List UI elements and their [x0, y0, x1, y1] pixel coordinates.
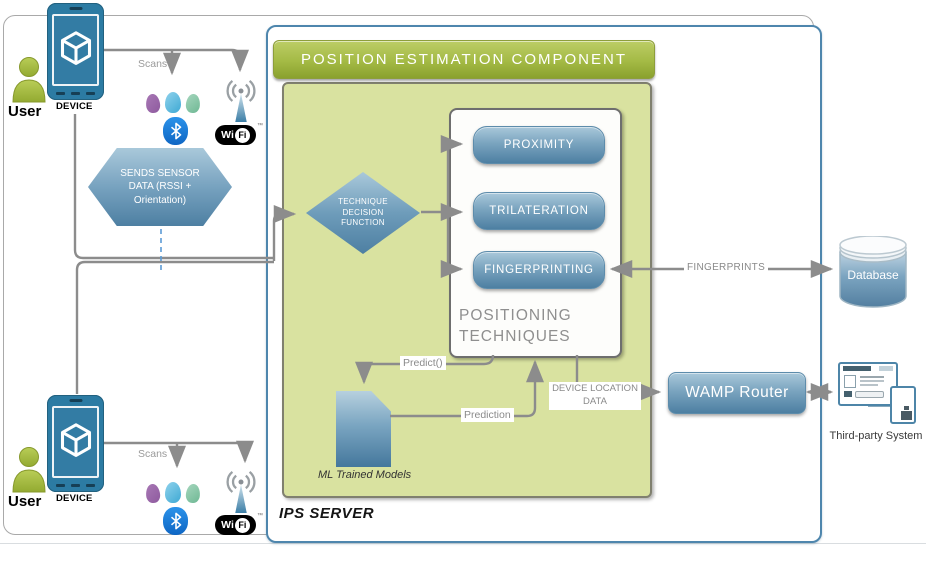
ips-server-label: IPS SERVER [279, 505, 375, 522]
ml-models-document-shape [336, 391, 391, 467]
fingerprints-label: FINGERPRINTS [684, 261, 769, 274]
device-label: DEVICE [56, 493, 93, 504]
wifi-logo: Wi Fi [215, 515, 256, 535]
predict-label: Predict() [400, 356, 446, 370]
device-phone-icon [47, 395, 104, 492]
ml-models-label: ML Trained Models [318, 469, 412, 481]
scans-label: Scans [138, 58, 168, 70]
database-icon [836, 235, 910, 312]
beacon-icon [165, 92, 181, 113]
beacon-icon [165, 482, 181, 503]
wifi-logo: Wi Fi [215, 125, 256, 145]
bluetooth-icon [163, 117, 188, 145]
user-icon [12, 57, 46, 108]
positioning-techniques-title: POSITIONING TECHNIQUES [459, 307, 572, 345]
trademark-mark: ™ [257, 513, 263, 519]
mobile-client-icon [890, 386, 916, 424]
database-label: Database [847, 268, 899, 282]
fingerprinting-node: FINGERPRINTING [473, 251, 605, 289]
prediction-label: Prediction [461, 408, 514, 422]
wifi-antenna-icon [224, 470, 258, 519]
scans-label: Scans [138, 448, 168, 460]
sends-sensor-data-hexagon: SENDS SENSOR DATA (RSSI + Orientation) [88, 148, 232, 226]
wifi-antenna-icon [224, 79, 258, 128]
trademark-mark: ™ [257, 123, 263, 129]
wamp-router-node: WAMP Router [668, 372, 806, 414]
user-label: User [8, 493, 42, 510]
trilateration-node: TRILATERATION [473, 192, 605, 230]
device-location-data-label: DEVICE LOCATION DATA [549, 382, 641, 410]
position-estimation-header: POSITION ESTIMATION COMPONENT [273, 40, 655, 79]
page-divider [0, 543, 926, 544]
user-icon [12, 447, 46, 498]
third-party-label: Third-party System [829, 430, 923, 442]
browser-window-icon [838, 362, 898, 406]
user-label: User [8, 103, 42, 120]
device-phone-icon [47, 3, 104, 100]
proximity-node: PROXIMITY [473, 126, 605, 164]
device-label: DEVICE [56, 101, 93, 112]
bluetooth-icon [163, 507, 188, 535]
